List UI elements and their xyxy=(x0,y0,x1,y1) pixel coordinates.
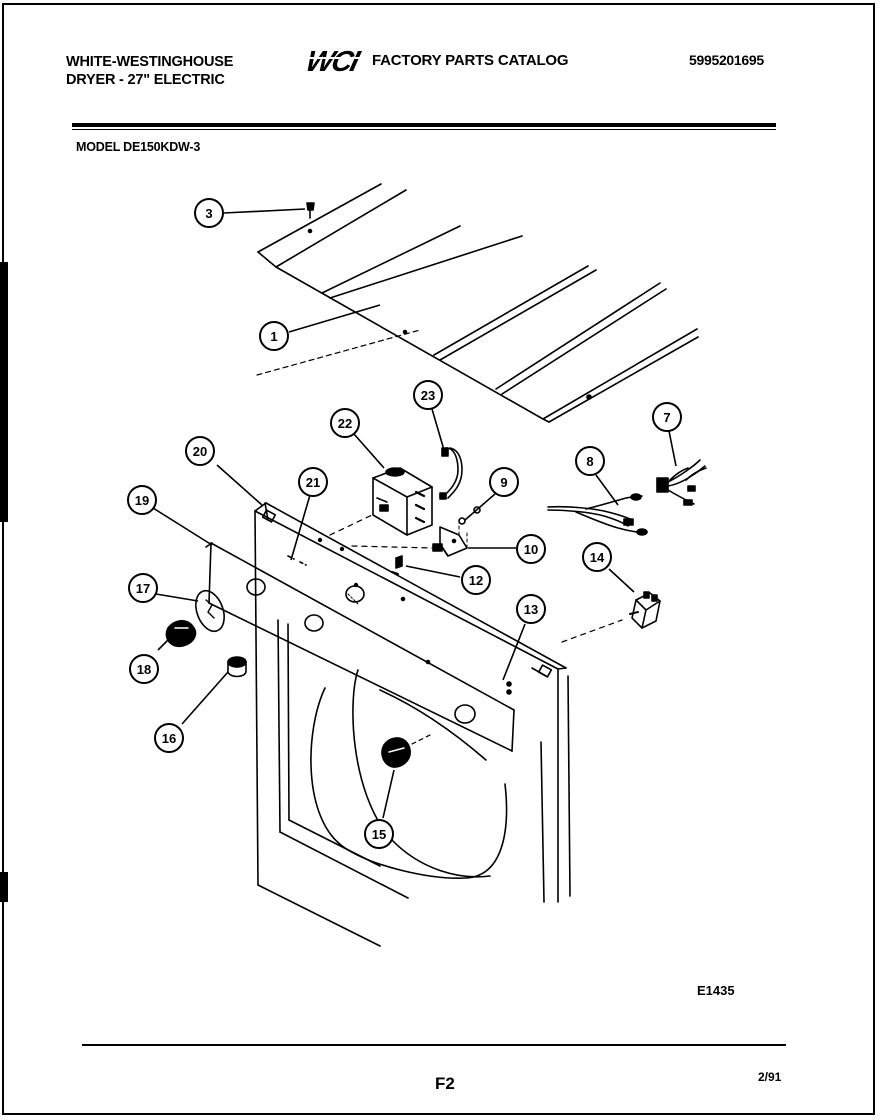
scan-edge-mark xyxy=(0,872,8,902)
callout-18-label: 18 xyxy=(137,662,151,677)
callout-13-label: 13 xyxy=(524,602,538,617)
rotary-switch xyxy=(561,591,661,643)
callout-16: 16 xyxy=(154,723,184,753)
timer-dial xyxy=(195,589,225,633)
callout-7: 7 xyxy=(652,402,682,432)
scan-edge-mark xyxy=(0,262,8,522)
callout-20: 20 xyxy=(185,436,215,466)
callout-19-label: 19 xyxy=(135,493,149,508)
callout-3-label: 3 xyxy=(205,206,212,221)
model-number: MODEL DE150KDW-3 xyxy=(76,140,201,154)
callout-12: 12 xyxy=(461,565,491,595)
callout-18: 18 xyxy=(129,654,159,684)
svg-text:WCI: WCI xyxy=(303,45,364,74)
figure-code: E1435 xyxy=(697,983,735,998)
wci-logo: WCI xyxy=(303,45,368,74)
catalog-number: 5995201695 xyxy=(689,52,764,68)
callout-12-label: 12 xyxy=(469,573,483,588)
wire-harness xyxy=(547,493,648,536)
door-knob xyxy=(381,733,433,768)
top-screw xyxy=(306,202,315,234)
push-button xyxy=(227,656,247,678)
callout-1: 1 xyxy=(259,321,289,351)
catalog-title: FACTORY PARTS CATALOG xyxy=(372,52,569,69)
callout-19: 19 xyxy=(127,485,157,515)
hex-nut xyxy=(458,506,481,525)
callout-10: 10 xyxy=(516,534,546,564)
timer-part xyxy=(329,467,433,536)
callout-3: 3 xyxy=(194,198,224,228)
callout-9-label: 9 xyxy=(500,475,507,490)
callout-13: 13 xyxy=(516,594,546,624)
callout-7-label: 7 xyxy=(663,410,670,425)
callout-22-label: 22 xyxy=(338,416,352,431)
callout-23-label: 23 xyxy=(421,388,435,403)
brand-block: WHITE-WESTINGHOUSE DRYER - 27" ELECTRIC xyxy=(66,53,233,89)
page-code: F2 xyxy=(435,1074,455,1093)
brand-name: WHITE-WESTINGHOUSE xyxy=(66,54,234,70)
footer-rule xyxy=(82,1044,786,1046)
callout-15: 15 xyxy=(364,819,394,849)
leader-lines xyxy=(152,208,677,819)
callout-16-label: 16 xyxy=(162,731,176,746)
mounting-clip xyxy=(391,555,403,575)
header-rule-thin xyxy=(72,129,776,130)
top-panel xyxy=(256,183,699,423)
page-border xyxy=(2,3,875,1115)
callout-15-label: 15 xyxy=(372,827,386,842)
callout-8: 8 xyxy=(575,446,605,476)
callout-8-label: 8 xyxy=(586,454,593,469)
callout-14: 14 xyxy=(582,542,612,572)
timer-wire xyxy=(439,447,463,500)
callout-14-label: 14 xyxy=(590,550,605,565)
callout-23: 23 xyxy=(413,380,443,410)
product-line: DRYER - 27" ELECTRIC xyxy=(66,72,225,88)
callout-10-label: 10 xyxy=(524,542,538,557)
terminal-block xyxy=(656,459,707,506)
callout-21: 21 xyxy=(298,467,328,497)
callout-20-label: 20 xyxy=(193,444,207,459)
push-switch xyxy=(351,519,468,557)
callout-9: 9 xyxy=(489,467,519,497)
callout-17: 17 xyxy=(128,573,158,603)
callout-1-label: 1 xyxy=(270,329,277,344)
header-rule xyxy=(72,123,776,127)
callout-21-label: 21 xyxy=(306,475,320,490)
control-knob xyxy=(165,619,197,648)
revision-date: 2/91 xyxy=(758,1070,782,1084)
control-panel xyxy=(205,542,515,752)
control-console xyxy=(254,502,571,947)
callout-17-label: 17 xyxy=(136,581,150,596)
callout-22: 22 xyxy=(330,408,360,438)
